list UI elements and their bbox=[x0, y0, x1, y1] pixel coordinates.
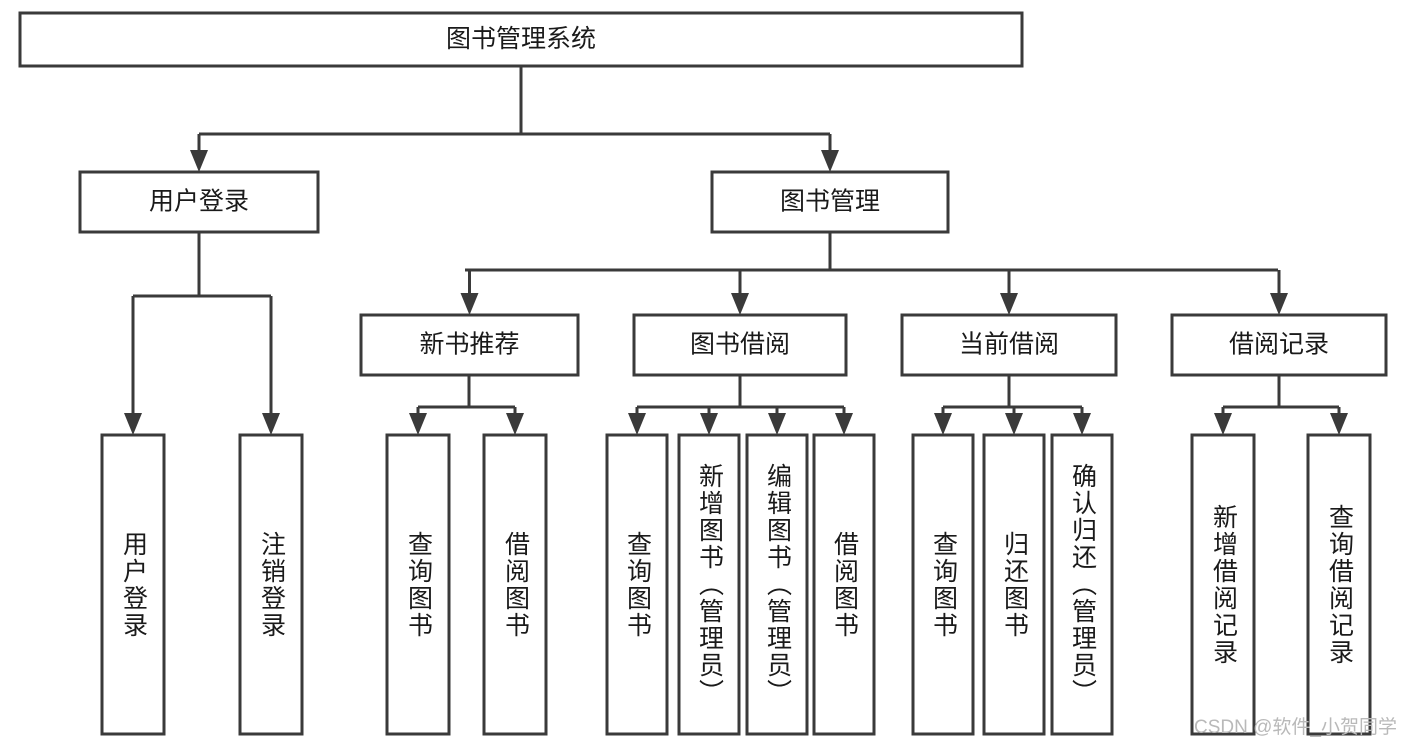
arrow-head-icon bbox=[1270, 293, 1288, 315]
arrow-head-icon bbox=[262, 413, 280, 435]
node-label-login: 用户登录 bbox=[149, 188, 249, 216]
arrow-head-icon bbox=[1000, 293, 1018, 315]
arrow-head-icon bbox=[731, 293, 749, 315]
node-box-leaf-5[interactable] bbox=[605, 433, 669, 736]
node-box-leaf-12[interactable] bbox=[1190, 433, 1256, 736]
arrow-head-icon bbox=[821, 150, 839, 172]
node-box-leaf-13[interactable] bbox=[1306, 433, 1372, 736]
arrow-head-icon bbox=[506, 413, 524, 435]
arrow-head-icon bbox=[628, 413, 646, 435]
csdn-watermark: CSDN @软件_小贺同学 bbox=[1194, 717, 1397, 738]
node-box-root[interactable] bbox=[18, 11, 1024, 68]
arrow-head-icon bbox=[768, 413, 786, 435]
arrow-head-icon bbox=[700, 413, 718, 435]
arrow-head-icon bbox=[934, 413, 952, 435]
arrow-head-icon bbox=[460, 293, 479, 315]
arrow-head-icon bbox=[190, 150, 208, 172]
node-label-borrow: 图书借阅 bbox=[690, 331, 790, 359]
node-box-leaf-3[interactable] bbox=[385, 433, 451, 736]
node-label-records: 借阅记录 bbox=[1229, 331, 1329, 359]
node-label-current: 当前借阅 bbox=[959, 331, 1059, 359]
node-box-leaf-4[interactable] bbox=[482, 433, 548, 736]
node-box-leaf-6[interactable] bbox=[677, 433, 741, 736]
arrow-head-icon bbox=[835, 413, 853, 435]
node-box-leaf-2[interactable] bbox=[238, 433, 304, 736]
node-box-leaf-9[interactable] bbox=[911, 433, 975, 736]
node-label-bookmgr: 图书管理 bbox=[780, 188, 880, 216]
arrow-head-icon bbox=[1214, 413, 1232, 435]
node-box-bookmgr[interactable] bbox=[710, 170, 950, 234]
arrow-head-icon bbox=[1073, 413, 1091, 435]
node-box-current[interactable] bbox=[900, 313, 1118, 377]
arrow-head-icon bbox=[409, 413, 427, 435]
arrow-head-icon bbox=[1330, 413, 1348, 435]
node-box-leaf-10[interactable] bbox=[982, 433, 1046, 736]
node-box-leaf-7[interactable] bbox=[745, 433, 809, 736]
node-box-borrow[interactable] bbox=[632, 313, 848, 377]
arrow-head-icon bbox=[124, 413, 142, 435]
node-label-newbook: 新书推荐 bbox=[419, 331, 519, 359]
node-box-newbook[interactable] bbox=[359, 313, 580, 377]
node-label-root: 图书管理系统 bbox=[446, 25, 596, 53]
arrow-head-icon bbox=[1005, 413, 1023, 435]
boxes-layer bbox=[18, 11, 1388, 736]
node-box-leaf-1[interactable] bbox=[100, 433, 166, 736]
node-box-leaf-8[interactable] bbox=[812, 433, 876, 736]
node-box-login[interactable] bbox=[78, 170, 320, 234]
node-box-leaf-11[interactable] bbox=[1050, 433, 1114, 736]
node-box-records[interactable] bbox=[1170, 313, 1388, 377]
connectors-layer bbox=[124, 66, 1348, 435]
